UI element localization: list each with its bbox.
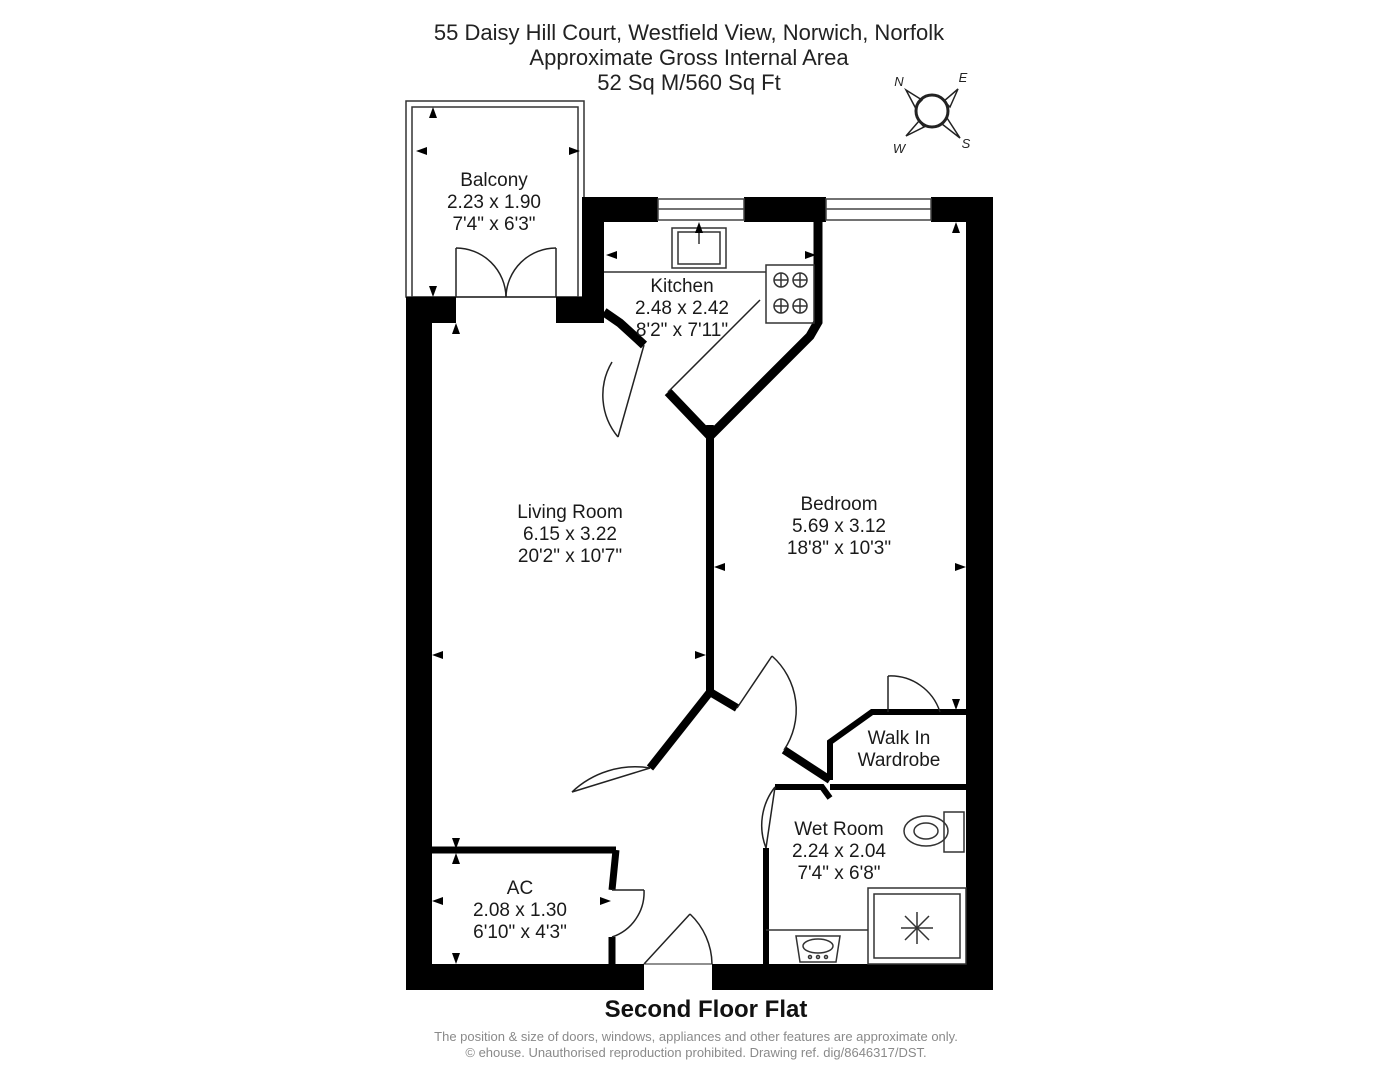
floor-title: Second Floor Flat [604, 996, 808, 1023]
room-kitchen-label: Kitchen 2.48 x 2.42 8'2" x 7'11" [635, 276, 729, 341]
living-name: Living Room [517, 502, 623, 523]
ac-name: AC [507, 878, 533, 899]
wardrobe-line1: Walk In [868, 728, 931, 749]
wetroom-imperial: 7'4" x 6'8" [797, 863, 880, 884]
compass-e: E [959, 70, 968, 85]
room-ac-label: AC 2.08 x 1.30 6'10" x 4'3" [473, 878, 567, 943]
toilet-icon [903, 811, 965, 853]
balcony-name: Balcony [460, 170, 528, 191]
disclaimer-line-1: The position & size of doors, windows, a… [434, 1029, 958, 1044]
disclaimer-line-2: © ehouse. Unauthorised reproduction proh… [465, 1045, 927, 1060]
balcony-metric: 2.23 x 1.90 [447, 192, 541, 213]
room-living-label: Living Room 6.15 x 3.22 20'2" x 10'7" [517, 502, 623, 567]
room-wardrobe-label: Walk In Wardrobe [858, 728, 941, 771]
living-metric: 6.15 x 3.22 [523, 524, 617, 545]
kitchen-name: Kitchen [650, 276, 713, 297]
property-address: 55 Daisy Hill Court, Westfield View, Nor… [433, 20, 945, 45]
wetroom-name: Wet Room [794, 819, 883, 840]
balcony-imperial: 7'4" x 6'3" [452, 214, 535, 235]
shower-tray-icon [766, 887, 967, 965]
dimension-arrows [416, 107, 966, 964]
kitchen-metric: 2.48 x 2.42 [635, 298, 729, 319]
area-value: 52 Sq M/560 Sq Ft [597, 70, 781, 95]
windows [657, 198, 932, 221]
kitchen-counter [604, 227, 766, 273]
area-caption: Approximate Gross Internal Area [529, 45, 849, 70]
bedroom-name: Bedroom [800, 494, 877, 515]
exterior-walls [406, 197, 993, 990]
bedroom-metric: 5.69 x 3.12 [792, 516, 886, 537]
bedroom-imperial: 18'8" x 10'3" [787, 538, 891, 559]
door-swings [455, 247, 941, 965]
room-wetroom-label: Wet Room 2.24 x 2.04 7'4" x 6'8" [792, 819, 886, 884]
hob-icon [765, 264, 815, 324]
compass-n: N [894, 74, 904, 89]
wetroom-metric: 2.24 x 2.04 [792, 841, 886, 862]
interior-walls [432, 222, 966, 966]
compass-icon: N E S W [893, 70, 971, 156]
kitchen-imperial: 8'2" x 7'11" [636, 320, 728, 341]
compass-s: S [962, 136, 971, 151]
room-bedroom-label: Bedroom 5.69 x 3.12 18'8" x 10'3" [787, 494, 891, 559]
ac-imperial: 6'10" x 4'3" [473, 922, 567, 943]
compass-w: W [893, 141, 907, 156]
basin-icon [795, 935, 841, 963]
living-imperial: 20'2" x 10'7" [518, 546, 622, 567]
ac-metric: 2.08 x 1.30 [473, 900, 567, 921]
room-balcony-label: Balcony 2.23 x 1.90 7'4" x 6'3" [447, 170, 541, 235]
wardrobe-line2: Wardrobe [858, 750, 941, 771]
